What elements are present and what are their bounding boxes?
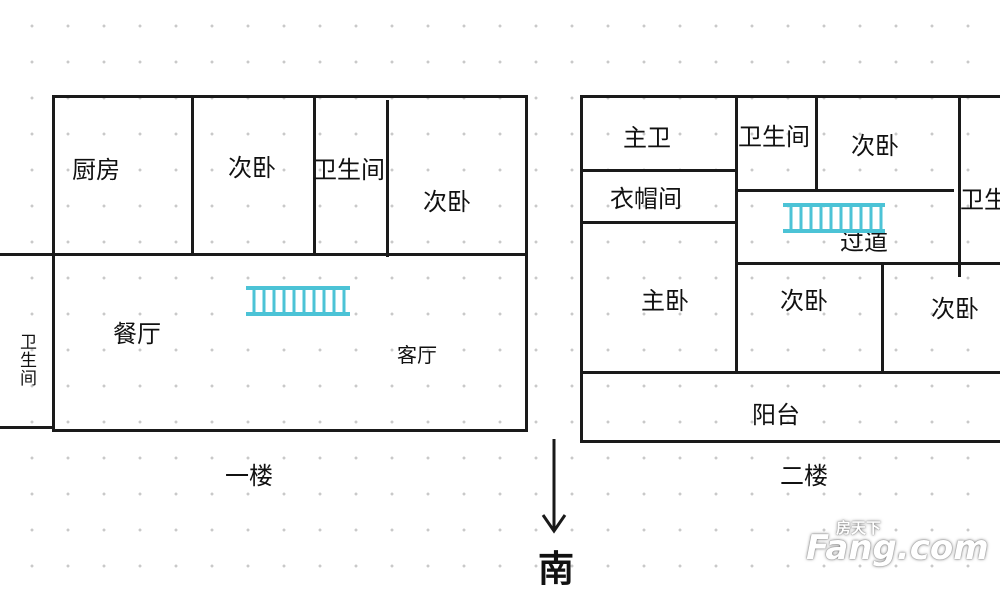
f2-bedroom-top-label: 次卧	[851, 132, 899, 160]
f2-wall-left	[580, 95, 583, 443]
f2-balcony-label: 阳台	[752, 401, 800, 429]
f2-wall-bath-right	[815, 95, 818, 192]
f1-wall-bottom	[52, 429, 528, 432]
f2-stairs-icon	[783, 203, 885, 233]
watermark-logo: Fang.com	[806, 528, 989, 568]
f2-wall-balcony	[583, 371, 1000, 374]
f1-wall-bottom-left	[0, 426, 55, 429]
f1-wall-middle	[0, 253, 528, 256]
f2-bath-edge-label: 卫生	[960, 186, 1000, 214]
f2-closet-label: 衣帽间	[610, 185, 682, 213]
f1-bedroom-b-label: 次卧	[423, 188, 471, 216]
f2-bathroom-label: 卫生间	[738, 123, 810, 151]
f2-bedroom-right-label: 次卧	[931, 295, 979, 323]
f1-wall-left-upper	[52, 95, 55, 432]
compass-direction-label: 南	[538, 549, 575, 590]
f2-wall-bedroom-split	[881, 262, 884, 373]
f2-master-bath-label: 主卫	[623, 124, 671, 152]
f1-partition-1	[191, 95, 194, 255]
f1-stairs-icon	[246, 286, 350, 316]
south-arrow-icon	[541, 439, 567, 534]
f2-wall-closet-bottom	[580, 221, 738, 224]
f2-wall-left-column	[735, 95, 738, 373]
f1-partition-3	[386, 100, 389, 257]
f2-corridor-label: 过道	[840, 228, 888, 256]
f1-title: 一楼	[225, 462, 273, 490]
f2-wall-top	[580, 95, 1000, 98]
f2-bedroom-mid-label: 次卧	[780, 287, 828, 315]
watermark-sub: 房天下	[836, 519, 882, 537]
f2-wall-bottom	[580, 440, 1000, 443]
f1-partition-2	[313, 95, 316, 255]
f1-dining-label: 餐厅	[113, 320, 161, 348]
f1-side-bathroom-label: 卫生间	[16, 333, 36, 387]
f1-living-label: 客厅	[397, 343, 437, 367]
f2-wall-corridor-top	[738, 189, 954, 192]
f1-bedroom-a-label: 次卧	[228, 154, 276, 182]
f2-title: 二楼	[780, 462, 828, 490]
f1-kitchen-label: 厨房	[72, 156, 120, 184]
f2-wall-right-inner	[958, 95, 961, 277]
f2-wall-masterbath-bottom	[580, 169, 738, 172]
f1-wall-right	[525, 95, 528, 432]
f2-wall-corridor-bottom	[738, 262, 1000, 265]
f2-master-bedroom-label: 主卧	[641, 287, 689, 315]
f1-wall-top	[52, 95, 528, 98]
f1-bathroom-label: 卫生间	[313, 156, 385, 184]
